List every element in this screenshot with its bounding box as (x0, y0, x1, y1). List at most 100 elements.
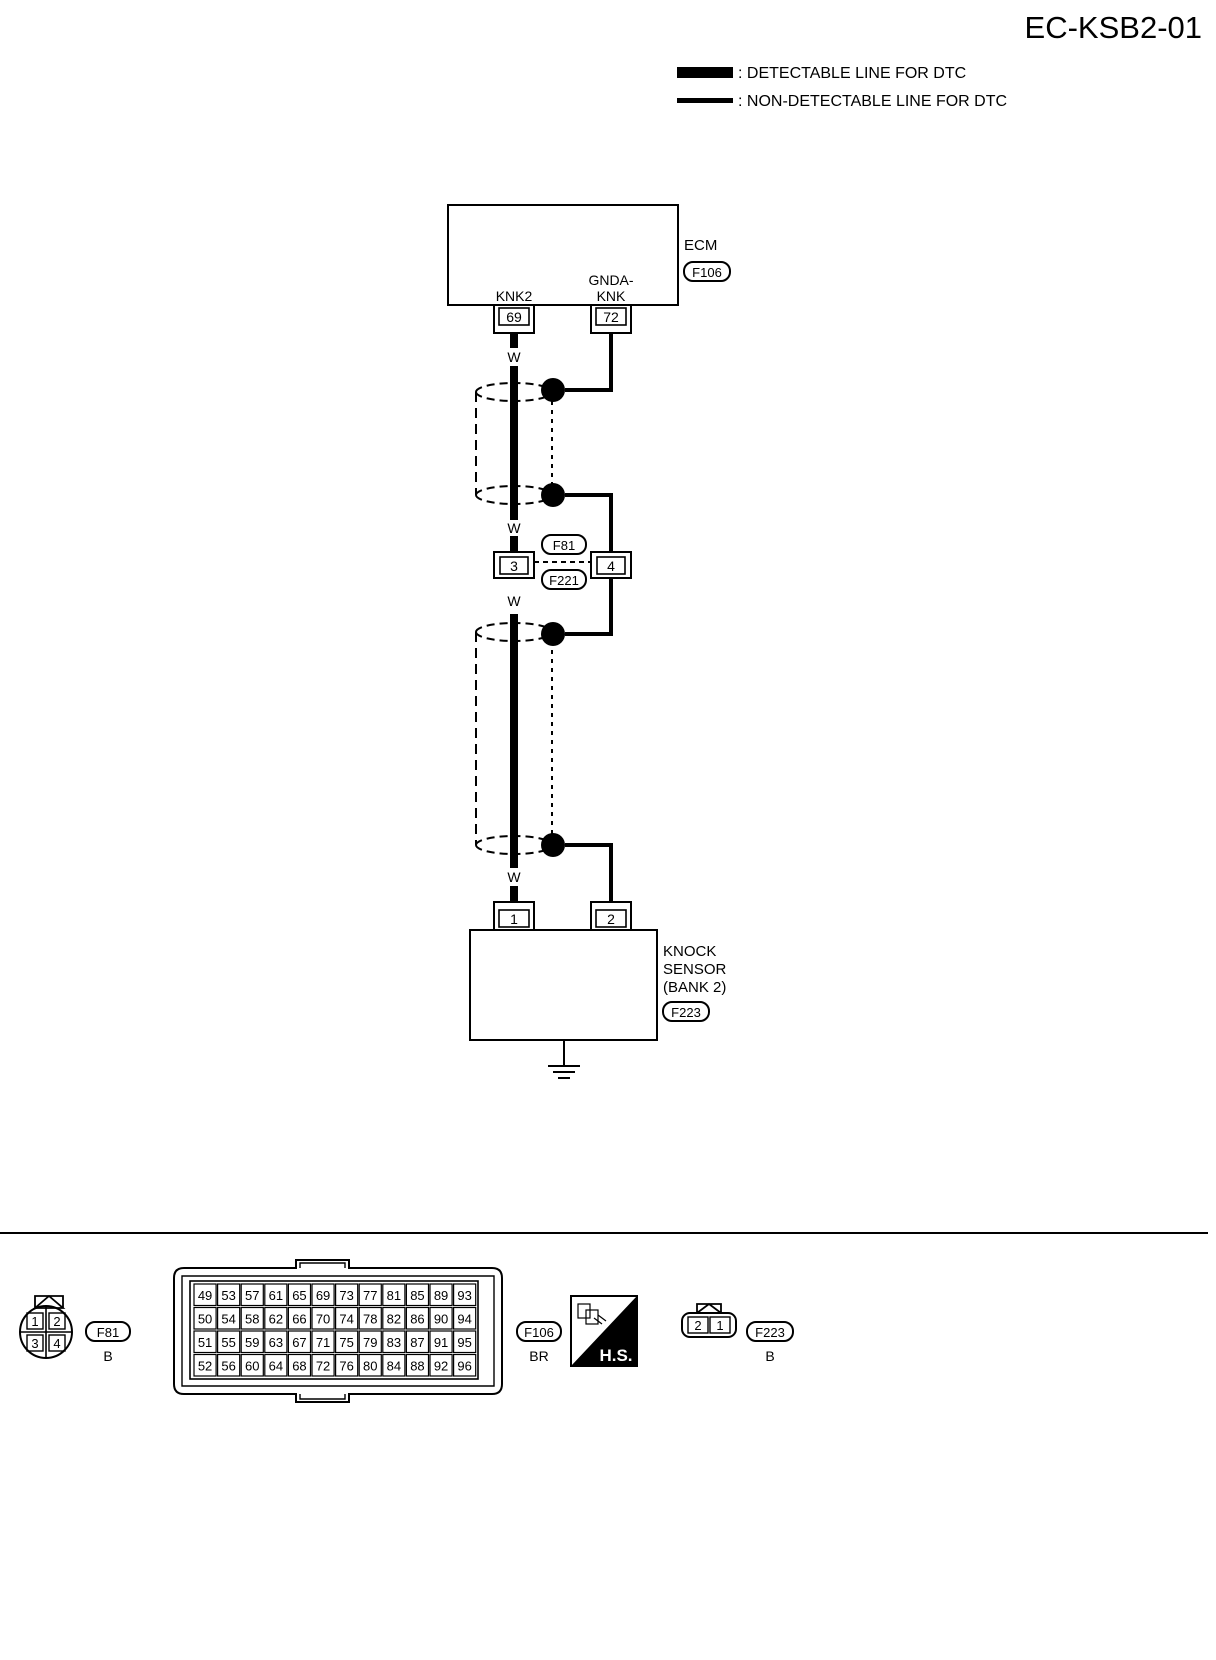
f106-pin-cell (382, 1330, 406, 1354)
f223-connector-view: 2 1 F223 B (681, 1302, 794, 1364)
f106-pin-67: 67 (292, 1335, 306, 1350)
f106-pin-66: 66 (292, 1312, 306, 1327)
wire-color-label-3: W (507, 593, 521, 609)
f106-pin-cell (429, 1283, 453, 1307)
f106-pin-92: 92 (434, 1359, 448, 1374)
joint-connector-code-upper: F81 (553, 538, 575, 553)
f106-pin-cell (358, 1306, 382, 1330)
joint-pin-4: 4 (607, 558, 615, 574)
f106-pin-cell (382, 1306, 406, 1330)
f106-pin-57: 57 (245, 1288, 259, 1303)
f106-pin-95: 95 (457, 1335, 471, 1350)
f106-pin-cell (217, 1353, 241, 1377)
f106-pin-76: 76 (339, 1359, 353, 1374)
shield-drain-dots (541, 378, 565, 857)
f106-pin-cell (240, 1330, 264, 1354)
f106-pin-94: 94 (457, 1312, 471, 1327)
f223-lock-icon (694, 1302, 724, 1314)
lower-shield (475, 622, 553, 855)
shield-drain-dot-4 (541, 833, 565, 857)
f106-pin-93: 93 (457, 1288, 471, 1303)
ecm-box (447, 204, 679, 306)
f106-pin-59: 59 (245, 1335, 259, 1350)
ground-icon (548, 1040, 580, 1079)
f106-pin-cell (264, 1353, 288, 1377)
sensor-pin-2: 2 (607, 911, 615, 927)
f106-pin-73: 73 (339, 1288, 353, 1303)
ecm-pin-69: 69 (506, 309, 522, 325)
f106-pin-89: 89 (434, 1288, 448, 1303)
f106-pin-88: 88 (410, 1359, 424, 1374)
f223-color: B (765, 1348, 774, 1364)
joint-connector: 3 4 F81 F221 (493, 534, 632, 590)
joint-connector-code-lower: F221 (549, 573, 579, 588)
f106-pin-cell (264, 1330, 288, 1354)
f106-pin-cell (240, 1283, 264, 1307)
f106-pin-cell (287, 1306, 312, 1330)
f106-pin-cell (335, 1283, 359, 1307)
knock-sensor-block: KNOCK SENSOR (BANK 2) F223 (469, 929, 727, 1041)
knock-sensor-box (469, 929, 658, 1041)
f106-pin-82: 82 (387, 1312, 401, 1327)
f106-pin-cell (287, 1330, 312, 1354)
f106-pin-86: 86 (410, 1312, 424, 1327)
sensor-connector-badge (662, 1001, 710, 1022)
f106-pin-51: 51 (198, 1335, 212, 1350)
f106-badge (516, 1321, 562, 1342)
legend-non-detectable-label: : NON-DETECTABLE LINE FOR DTC (738, 93, 1007, 110)
f106-pin-cell (217, 1283, 241, 1307)
shield-drain-dot-1 (541, 378, 565, 402)
f106-pin-56: 56 (221, 1359, 235, 1374)
sensor-pin-1: 1 (510, 911, 518, 927)
wire-color-label-2: W (507, 520, 521, 536)
f106-pin-52: 52 (198, 1359, 212, 1374)
f106-pin-cell (453, 1306, 477, 1330)
f81-color: B (103, 1348, 112, 1364)
f106-pin-cell (405, 1330, 430, 1354)
harness-side-badge: H.S. (570, 1295, 638, 1367)
f106-color: BR (529, 1348, 548, 1364)
f106-pin-cell (335, 1306, 359, 1330)
f106-pin-cell (264, 1283, 288, 1307)
f106-pin-cell (382, 1283, 406, 1307)
sensor-connector-code: F223 (671, 1005, 701, 1020)
f81-connector-view: 1 2 3 4 F81 B (19, 1294, 131, 1364)
legend: : DETECTABLE LINE FOR DTC : NON-DETECTAB… (677, 65, 1007, 110)
f223-pin-2: 2 (694, 1318, 701, 1333)
wire-color-label-4: W (507, 869, 521, 885)
ecm-signal-knk2: KNK2 (496, 288, 533, 304)
f106-pin-55: 55 (221, 1335, 235, 1350)
f81-code: F81 (97, 1325, 119, 1340)
f106-pin-cell (240, 1306, 264, 1330)
joint-pin-3: 3 (510, 558, 518, 574)
f106-pin-71: 71 (316, 1335, 330, 1350)
f106-pin-cell (264, 1306, 288, 1330)
f106-pin-cell (311, 1353, 335, 1377)
f106-pin-cell (358, 1330, 382, 1354)
f106-pin-87: 87 (410, 1335, 424, 1350)
non-detectable-line-swatch (677, 98, 733, 103)
f106-pin-cell (429, 1353, 453, 1377)
sensor-terminal-2: 2 (590, 901, 632, 930)
f106-pin-85: 85 (410, 1288, 424, 1303)
f223-code: F223 (755, 1325, 785, 1340)
f106-pin-75: 75 (339, 1335, 353, 1350)
f106-pin-50: 50 (198, 1312, 212, 1327)
f106-pin-83: 83 (387, 1335, 401, 1350)
f106-pin-90: 90 (434, 1312, 448, 1327)
f106-pin-cell (429, 1306, 453, 1330)
f106-pin-91: 91 (434, 1335, 448, 1350)
f106-pin-cell (382, 1353, 406, 1377)
ecm-terminal-69: 69 (493, 305, 535, 334)
f81-pin-1: 1 (31, 1314, 38, 1329)
f106-pin-68: 68 (292, 1359, 306, 1374)
f106-pin-cell (453, 1353, 477, 1377)
f106-pin-cell (358, 1283, 382, 1307)
f106-pin-53: 53 (221, 1288, 235, 1303)
f106-pin-cell (405, 1306, 430, 1330)
f106-pin-cell (217, 1306, 241, 1330)
f106-pin-58: 58 (245, 1312, 259, 1327)
ecm-pin-72: 72 (603, 309, 619, 325)
